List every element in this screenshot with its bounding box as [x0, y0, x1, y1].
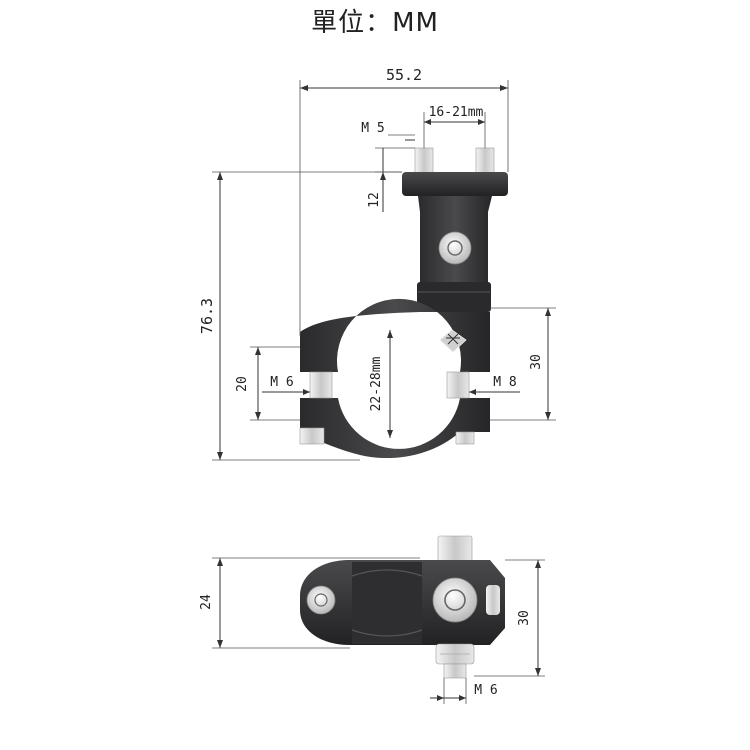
- top-cap: [402, 172, 508, 196]
- dim-bottom-height: 30: [517, 610, 532, 626]
- clamp-lower-jaw: [300, 398, 490, 459]
- right-bolt-lower: [455, 431, 475, 445]
- spacer-ring: [417, 282, 491, 312]
- bottom-right-bolt: [486, 585, 500, 615]
- pivot-bolt: [438, 231, 472, 265]
- dim-bore: 22-28mm: [369, 356, 384, 411]
- bottom-left-bolt: [306, 585, 336, 615]
- dim-left-bolt: M 6: [270, 375, 293, 390]
- dim-top-bolt: M 5: [361, 121, 384, 136]
- page-title: 單位：MM: [311, 8, 439, 38]
- dim-top-height: 12: [367, 192, 382, 208]
- bottom-main-bolt: [432, 577, 478, 623]
- side-view-dimensions: 55.2 16-21mm M 5 12 76.3 20 M 6: [198, 66, 556, 461]
- dim-left-height: 20: [235, 376, 250, 392]
- side-view-part: [299, 147, 508, 459]
- dim-overall-height: 76.3: [198, 298, 216, 334]
- bottom-view-dimensions: 24 30 M 6: [199, 557, 545, 704]
- brand-logo-icon: [439, 329, 467, 353]
- left-bolt-upper: [309, 371, 333, 399]
- clamp-bore: [340, 322, 456, 446]
- dim-right-bolt: M 8: [493, 375, 516, 390]
- dim-overall-width: 55.2: [386, 66, 422, 84]
- bottom-view-part: [300, 535, 505, 679]
- dim-bottom-bolt: M 6: [474, 683, 497, 698]
- left-bolt-lower: [299, 427, 325, 445]
- right-bolt-upper: [446, 371, 470, 399]
- dim-right-height: 30: [529, 354, 544, 370]
- bottom-nut-stem: [443, 663, 467, 679]
- bottom-top-stud: [437, 535, 473, 563]
- bottom-channel: [352, 562, 422, 644]
- dim-clamp-range: 16-21mm: [429, 105, 484, 120]
- clamp-body: [300, 298, 490, 372]
- dim-bottom-depth: 24: [199, 594, 214, 610]
